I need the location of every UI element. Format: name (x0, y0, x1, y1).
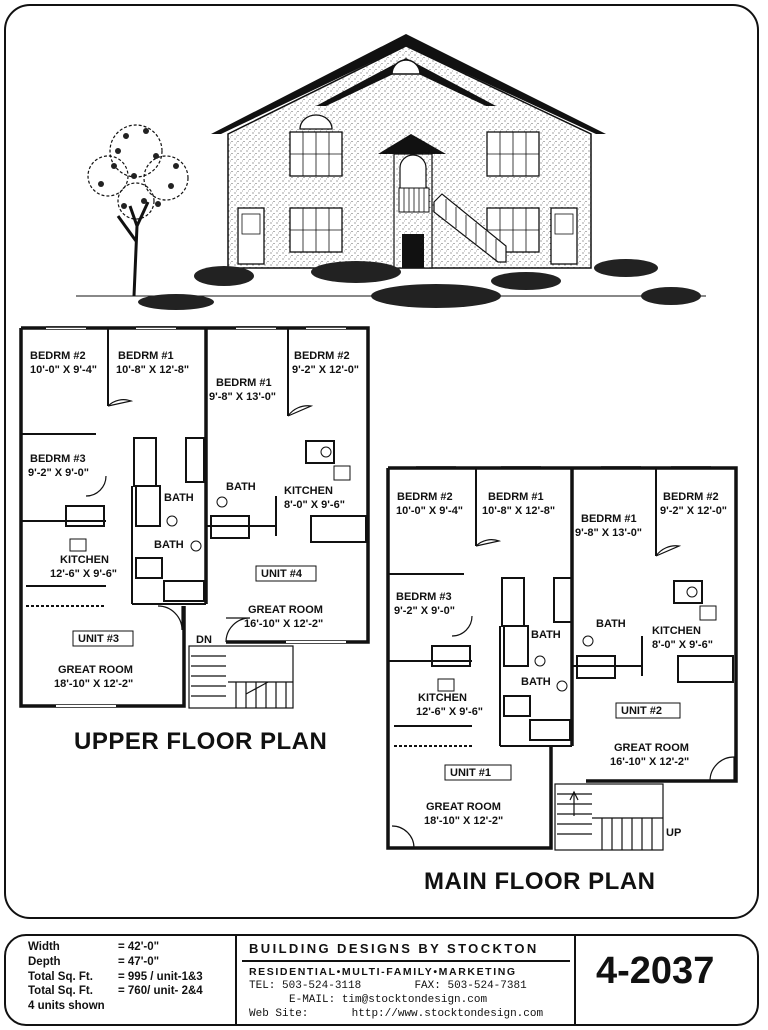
contact-email-line: E-MAIL: tim@stocktondesign.com (289, 994, 487, 1006)
main-u12-bedroom1-label: BEDRM #1 (488, 491, 544, 503)
spec-sqft13-label: Total Sq. Ft. (28, 970, 93, 983)
title-block-divider-right (574, 936, 576, 1024)
spec-width-value: = 42'-0" (118, 941, 160, 953)
upper-u3-bath2-label: BATH (154, 539, 184, 551)
main-u2-bath-label: BATH (596, 618, 626, 630)
spec-width-label: Width (28, 941, 60, 953)
spec-sqft-units-1-3: Total Sq. Ft. = 995 / unit-1&3 (28, 970, 238, 985)
contact-web-line: Web Site: http://www.stocktondesign.com (249, 1008, 543, 1020)
company-name: BUILDING DESIGNS BY STOCKTON (249, 941, 539, 956)
upper-u34-bedroom2-dim: 10'-0" X 9'-4" (30, 364, 97, 376)
main-u1-bedroom3-dim: 9'-2" X 9'-0" (394, 605, 455, 617)
upper-u4-kitchen-dim: 8'-0" X 9'-6" (284, 499, 345, 511)
spec-depth-value: = 47'-0" (118, 955, 160, 968)
main-u1-greatroom-label: GREAT ROOM (426, 801, 501, 813)
upper-u4-greatroom-label: GREAT ROOM (248, 604, 323, 616)
main-u1-bedroom3-label: BEDRM #3 (396, 591, 452, 603)
main-u1-kitchen-dim: 12'-6" X 9'-6" (416, 706, 483, 718)
fax-label: FAX: (414, 980, 441, 992)
upper-u34-bedroom1-label: BEDRM #1 (118, 350, 174, 362)
tree-illustration (87, 124, 189, 297)
upper-u4-greatroom-dim: 16'-10" X 12'-2" (244, 618, 323, 630)
web-link[interactable]: http://www.stocktondesign.com (351, 1008, 544, 1020)
upper-u4-bedroom2-dim: 9'-2" X 12'-0" (292, 364, 359, 376)
main-unit2-label: UNIT #2 (621, 705, 662, 717)
upper-unit3-label: UNIT #3 (78, 633, 119, 645)
main-room-labels: BEDRM #2 10'-0" X 9'-4" BEDRM #1 10'-8" … (394, 491, 727, 839)
upper-u34-bedroom1-dim: 10'-8" X 12'-8" (116, 364, 189, 376)
fax-value: 503-524-7381 (447, 980, 527, 992)
upper-u3-kitchen-label: KITCHEN (60, 554, 109, 566)
main-u1-greatroom-dim: 18'-10" X 12'-2" (424, 815, 503, 827)
plan-number: 4-2037 (596, 950, 715, 992)
upper-u3-bedroom3-label: BEDRM #3 (30, 453, 86, 465)
main-up-stair-label: UP (666, 827, 681, 839)
main-u2-bedroom2-label: BEDRM #2 (663, 491, 719, 503)
spec-depth: Depth = 47'-0" (28, 955, 238, 970)
email-link[interactable]: tim@stocktondesign.com (341, 994, 488, 1006)
main-u12-bedroom2-label: BEDRM #2 (397, 491, 453, 503)
email-label: E-MAIL: (289, 994, 336, 1006)
drawing-art: BEDRM #2 10'-0" X 9'-4" BEDRM #1 10'-8" … (19, 34, 738, 851)
upper-u3-bath-label: BATH (164, 492, 194, 504)
company-tagline: RESIDENTIAL•MULTI-FAMILY•MARKETING (249, 966, 517, 978)
upper-u4-bedroom2-label: BEDRM #2 (294, 350, 350, 362)
house-elevation (76, 34, 706, 310)
main-u2-kitchen-label: KITCHEN (652, 625, 701, 637)
upper-u34-bedroom2-label: BEDRM #2 (30, 350, 86, 362)
main-u1-bath-label: BATH (531, 629, 561, 641)
main-u2-bedroom1-label: BEDRM #1 (581, 513, 637, 525)
title-block-divider (235, 936, 237, 1024)
spec-units-shown: 4 units shown (28, 1000, 105, 1013)
upper-u3-greatroom-label: GREAT ROOM (58, 664, 133, 676)
main-u2-bedroom2-dim: 9'-2" X 12'-0" (660, 505, 727, 517)
drawing-sheet: BEDRM #2 10'-0" X 9'-4" BEDRM #1 10'-8" … (4, 4, 759, 919)
main-u2-greatroom-dim: 16'-10" X 12'-2" (610, 756, 689, 768)
upper-u3-kitchen-dim: 12'-6" X 9'-6" (50, 568, 117, 580)
main-floor-plan (386, 466, 738, 851)
web-label: Web Site: (249, 1008, 309, 1020)
main-unit1-label: UNIT #1 (450, 767, 491, 779)
spec-sqft24-value: = 760/ unit- 2&4 (118, 985, 203, 998)
tel-value: 503-524-3118 (282, 980, 362, 992)
main-u2-greatroom-label: GREAT ROOM (614, 742, 689, 754)
upper-u4-kitchen-label: KITCHEN (284, 485, 333, 497)
spec-sqft-units-2-4: Total Sq. Ft. = 760/ unit- 2&4 (28, 984, 238, 999)
upper-floor-plan (19, 326, 370, 709)
upper-down-stair-label: DN (196, 634, 212, 646)
main-u1-kitchen-label: KITCHEN (418, 692, 467, 704)
upper-u4-bedroom1-dim: 9'-8" X 13'-0" (209, 391, 276, 403)
company-underline (242, 960, 570, 962)
main-u1-bath2-label: BATH (521, 676, 551, 688)
spec-sqft13-value: = 995 / unit-1&3 (118, 970, 203, 983)
spec-sqft24-label: Total Sq. Ft. (28, 985, 93, 998)
spec-depth-label: Depth (28, 955, 61, 968)
tel-label: TEL: (249, 980, 276, 992)
upper-unit4-label: UNIT #4 (261, 568, 303, 580)
upper-u3-greatroom-dim: 18'-10" X 12'-2" (54, 678, 133, 690)
main-floor-plan-title: MAIN FLOOR PLAN (424, 868, 656, 895)
main-u12-bedroom2-dim: 10'-0" X 9'-4" (396, 505, 463, 517)
spec-width: Width = 42'-0" (28, 940, 238, 955)
upper-floor-plan-title: UPPER FLOOR PLAN (74, 728, 328, 755)
upper-u4-bedroom1-label: BEDRM #1 (216, 377, 272, 389)
main-u2-kitchen-dim: 8'-0" X 9'-6" (652, 639, 713, 651)
upper-u3-bedroom3-dim: 9'-2" X 9'-0" (28, 467, 89, 479)
main-u2-bedroom1-dim: 9'-8" X 13'-0" (575, 527, 642, 539)
title-block: Width = 42'-0" Depth = 47'-0" Total Sq. … (4, 934, 759, 1026)
upper-u4-bath-label: BATH (226, 481, 256, 493)
main-u12-bedroom1-dim: 10'-8" X 12'-8" (482, 505, 555, 517)
upper-room-labels: BEDRM #2 10'-0" X 9'-4" BEDRM #1 10'-8" … (28, 350, 359, 690)
contact-phone-line: TEL: 503-524-3118 FAX: 503-524-7381 (249, 980, 527, 992)
spec-list: Width = 42'-0" Depth = 47'-0" Total Sq. … (28, 940, 238, 1014)
